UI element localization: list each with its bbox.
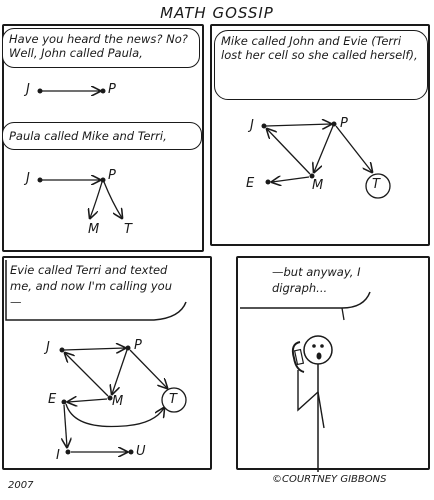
dot-e	[61, 399, 67, 405]
year-label: 2007	[8, 480, 34, 491]
node-u: U	[136, 444, 146, 459]
figure-head	[303, 335, 333, 365]
dot-p	[100, 177, 106, 183]
edge-j-p	[265, 124, 331, 126]
figure-arm	[297, 370, 319, 412]
node-i: I	[56, 448, 60, 463]
speech-tail	[341, 307, 345, 321]
node-e: E	[48, 392, 57, 407]
node-m: M	[312, 178, 324, 193]
edge-e-t	[65, 403, 164, 428]
edge-p-m	[112, 349, 128, 394]
dot-j	[37, 88, 43, 94]
edge-m-e	[68, 399, 108, 402]
dot-j	[37, 177, 43, 183]
panel-1: Have you heard the news? No? Well, John …	[2, 24, 204, 252]
edge-p-t	[103, 181, 122, 218]
edge-m-j	[65, 353, 109, 397]
node-e: E	[246, 176, 255, 191]
panel-4: —but anyway, I digraph...	[236, 256, 430, 472]
node-t: T	[169, 392, 177, 407]
figure-eye	[312, 344, 316, 348]
speech-bubble-mid: Paula called Mike and Terri,	[2, 122, 202, 150]
figure-eye	[320, 344, 324, 348]
panel-1-graph	[37, 26, 206, 254]
node-p: P	[108, 168, 116, 183]
figure-arm	[317, 391, 325, 429]
speech-bubble-outline	[5, 260, 187, 321]
dot-p	[100, 88, 106, 94]
dot-e	[265, 179, 271, 185]
dot-m	[309, 173, 315, 179]
panel-2-graph	[261, 26, 391, 199]
figure-mouth	[316, 352, 322, 360]
edge-m-j	[267, 129, 311, 175]
node-j: J	[250, 118, 254, 133]
node-m: M	[88, 222, 100, 237]
node-j: J	[46, 340, 50, 355]
dot-u	[128, 449, 134, 455]
speech-bubble-top: Have you heard the news? No? Well, John …	[2, 28, 200, 68]
terri-circle	[365, 173, 391, 199]
dot-j	[261, 123, 267, 129]
edge-m-e	[272, 177, 310, 182]
panel-2: Mike called John and Evie (Terri lost he…	[210, 24, 430, 246]
edge-p-t	[335, 125, 372, 172]
panel-4-drawing	[240, 291, 371, 472]
edge-p-m	[314, 125, 334, 172]
phone-icon	[291, 341, 305, 373]
dot-j	[59, 347, 65, 353]
speech-bubble: Mike called John and Evie (Terri lost he…	[214, 30, 428, 100]
node-t: T	[372, 177, 380, 192]
node-m: M	[112, 394, 124, 409]
edge-j-p	[63, 348, 125, 350]
terri-circle	[161, 387, 187, 413]
edge-e-i	[64, 404, 67, 447]
edge-p-t	[129, 349, 167, 388]
comic-title: MATH GOSSIP	[160, 4, 274, 22]
dot-p	[331, 121, 337, 127]
dot-m	[107, 395, 113, 401]
speech-text: —but anyway, I digraph...	[272, 265, 361, 295]
node-p: P	[340, 116, 348, 131]
node-p: P	[134, 338, 142, 353]
dot-p	[125, 345, 131, 351]
node-t: T	[124, 222, 132, 237]
panel-3: Evie called Terri and texted me, and now…	[2, 256, 212, 470]
panel-3-graph	[59, 258, 187, 472]
node-p: P	[108, 82, 116, 97]
panel-3-bubble-outline	[5, 260, 187, 321]
node-j: J	[26, 82, 30, 97]
edge-p-m	[90, 181, 103, 218]
speech-text: Evie called Terri and texted me, and now…	[10, 263, 173, 309]
node-j: J	[26, 171, 30, 186]
speech-bubble-outline	[240, 291, 371, 309]
dot-i	[65, 449, 71, 455]
credit-label: ©COURTNEY GIBBONS	[272, 474, 387, 485]
phone-handset	[293, 348, 305, 366]
